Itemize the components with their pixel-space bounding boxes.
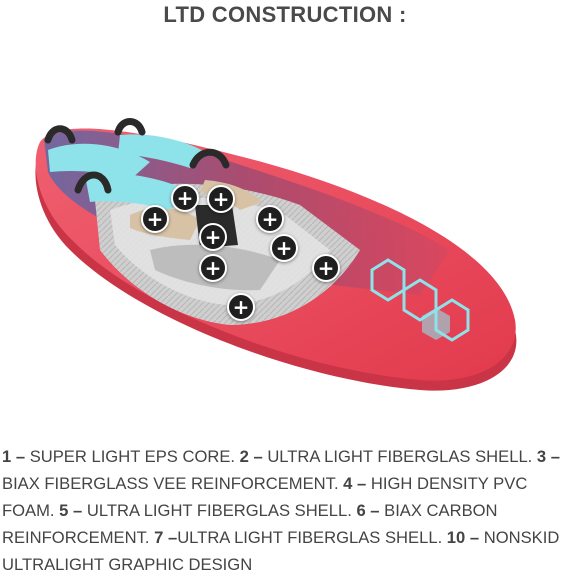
hotspot-9[interactable]: + bbox=[227, 293, 255, 321]
layer-number: 2 – bbox=[239, 447, 263, 466]
hotspot-2[interactable]: + bbox=[171, 184, 199, 212]
hotspot-3[interactable]: + bbox=[207, 185, 235, 213]
plus-icon: + bbox=[146, 206, 164, 231]
hotspot-1[interactable]: + bbox=[141, 205, 169, 233]
layer-number: 6 – bbox=[356, 501, 380, 520]
layer-text: ULTRA LIGHT FIBERGLAS SHELL. bbox=[177, 528, 447, 547]
layer-number: 5 – bbox=[59, 501, 83, 520]
hotspot-4[interactable]: + bbox=[199, 223, 227, 251]
plus-icon: + bbox=[204, 255, 222, 280]
construction-description: 1 – SUPER LIGHT EPS CORE. 2 – ULTRA LIGH… bbox=[2, 443, 568, 578]
plus-icon: + bbox=[317, 255, 335, 280]
layer-text: HIGH DENSITY PVC FOAM. bbox=[2, 474, 528, 520]
layer-text: SUPER LIGHT EPS CORE. bbox=[25, 447, 240, 466]
layer-number: 7 – bbox=[154, 528, 178, 547]
plus-icon: + bbox=[204, 224, 222, 249]
layer-number: 1 – bbox=[2, 447, 26, 466]
section-title: LTD CONSTRUCTION : bbox=[163, 2, 407, 27]
hotspot-5[interactable]: + bbox=[256, 205, 284, 233]
layer-number: 10 – bbox=[446, 528, 480, 547]
layer-text: NONSKID ULTRALIGHT GRAPHIC DESIGN bbox=[2, 528, 560, 574]
layer-number: 3 – bbox=[536, 447, 560, 466]
hotspot-8[interactable]: + bbox=[312, 254, 340, 282]
windsurf-board-illustration bbox=[35, 118, 517, 391]
layer-number: 4 – bbox=[343, 474, 367, 493]
hotspot-7[interactable]: + bbox=[199, 254, 227, 282]
board-image: + + + + + + + + + bbox=[0, 110, 570, 420]
plus-icon: + bbox=[176, 185, 194, 210]
layer-text: BIAX FIBERGLASS VEE REINFORCEMENT. bbox=[2, 474, 344, 493]
layer-text: ULTRA LIGHT FIBERGLAS SHELL. bbox=[262, 447, 537, 466]
layer-text: BIAX CARBON REINFORCEMENT. bbox=[2, 501, 498, 547]
plus-icon: + bbox=[261, 206, 279, 231]
plus-icon: + bbox=[275, 235, 293, 260]
layer-text: ULTRA LIGHT FIBERGLAS SHELL. bbox=[82, 501, 357, 520]
hotspot-6[interactable]: + bbox=[270, 234, 298, 262]
plus-icon: + bbox=[232, 294, 250, 319]
plus-icon: + bbox=[212, 186, 230, 211]
